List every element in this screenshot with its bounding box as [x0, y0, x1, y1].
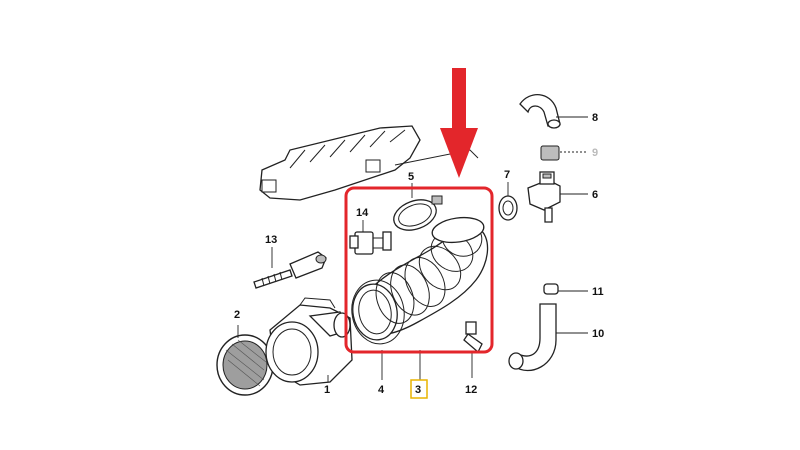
red-arrow-icon [440, 68, 478, 178]
callout-12: 12 [465, 384, 477, 396]
callout-3-box [410, 379, 428, 399]
callout-2: 2 [234, 309, 240, 321]
part-2-mesh-screen [216, 334, 274, 396]
highlight-box [344, 186, 494, 354]
callout-11: 11 [592, 286, 604, 298]
callout-10: 10 [592, 328, 604, 340]
part-8-hose [519, 94, 561, 129]
intake-manifold [259, 125, 479, 201]
callout-labels: 1 2 3 4 5 6 7 8 9 10 11 12 13 14 [234, 112, 604, 396]
leader-lines [237, 116, 588, 382]
part-12-fitting [463, 321, 483, 354]
callout-8: 8 [592, 112, 598, 124]
callout-6: 6 [592, 189, 598, 201]
callout-1: 1 [324, 384, 330, 396]
part-4-hose-clamp [351, 279, 405, 345]
callout-5: 5 [408, 171, 414, 183]
callout-3: 3 [415, 384, 421, 396]
part-5-clamp [393, 195, 443, 231]
part-11-sleeve [543, 283, 559, 295]
part-1-air-flow-meter [265, 297, 353, 386]
part-3-intake-boot [352, 216, 489, 341]
part-7-ring [498, 195, 518, 221]
callout-14: 14 [356, 207, 369, 219]
callout-13: 13 [265, 234, 277, 246]
part-9-cap [540, 145, 560, 161]
callout-7: 7 [504, 169, 510, 181]
part-14-connector [349, 231, 392, 255]
callout-9: 9 [592, 147, 598, 159]
callout-4: 4 [378, 384, 385, 396]
part-10-hose [508, 303, 557, 372]
part-6-valve [527, 171, 561, 223]
part-13-sensor [253, 251, 327, 289]
